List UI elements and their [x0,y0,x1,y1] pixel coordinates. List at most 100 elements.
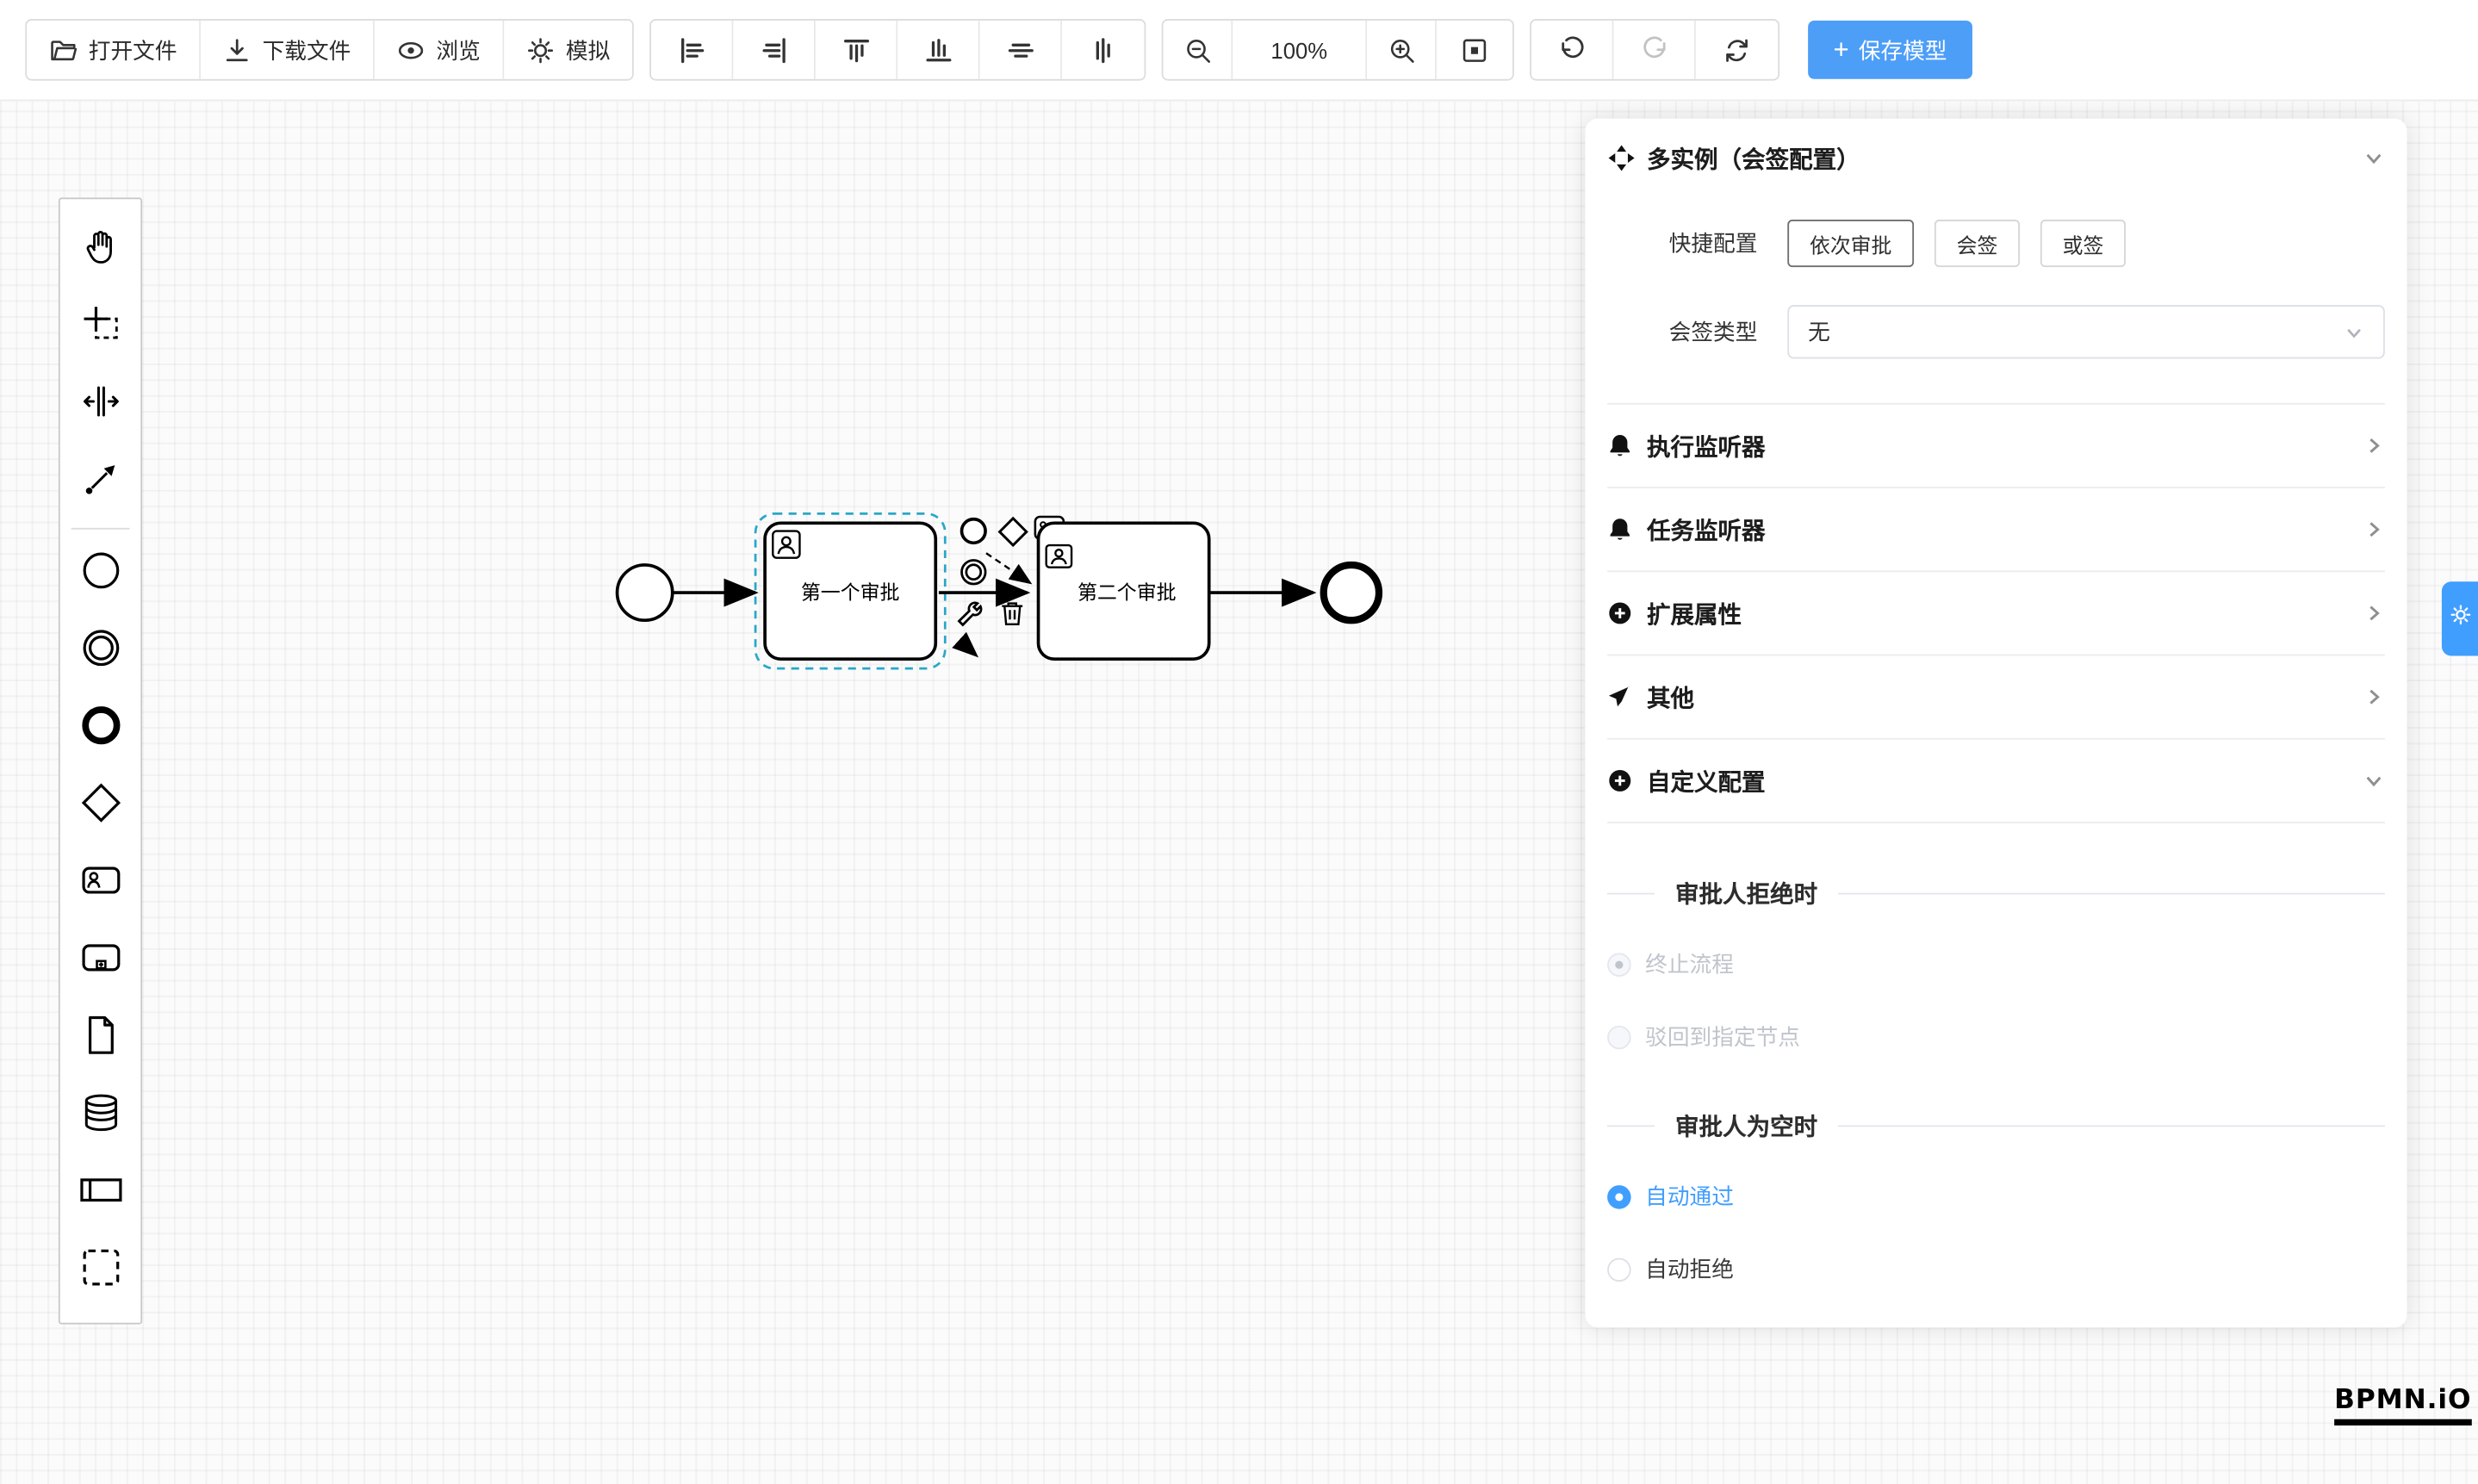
bpmn-io-logo[interactable]: BPMN.iO [2334,1384,2472,1426]
task-second-approval[interactable] [1036,521,1211,661]
create-group[interactable] [60,1233,141,1310]
preview-button[interactable]: 浏览 [374,20,505,79]
save-model-label: 保存模型 [1858,37,1947,63]
collapsible-sections: 执行监听器 任务监听器 扩展属性 其他 [1607,402,2385,823]
align-center-horizontal-icon [1006,35,1034,64]
quick-config-label: 快捷配置 [1668,230,1758,257]
append-gateway-icon[interactable] [997,516,1028,548]
zoom-out-button[interactable] [1163,20,1233,79]
align-center-vertical-button[interactable] [1062,20,1145,79]
trash-icon[interactable] [1002,602,1023,625]
section-custom-config[interactable]: 自定义配置 [1607,737,2385,823]
create-gateway[interactable] [60,768,141,846]
radio-assign-member[interactable]: 指定成员审批 [1607,1326,2385,1327]
intermediate-event-icon [78,626,122,679]
section-title: 扩展属性 [1646,601,1742,629]
selection-outline [754,512,947,670]
download-file-button[interactable]: 下载文件 [201,20,375,79]
end-event-icon [78,704,122,756]
zoom-in-button[interactable] [1367,20,1437,79]
chevron-down-icon[interactable] [2363,147,2385,170]
radio-icon [1607,1257,1631,1282]
hand-tool[interactable] [60,212,141,289]
create-intermediate-event[interactable] [60,613,141,691]
connect-arrow-icon[interactable] [952,631,979,658]
section-execution-listener[interactable]: 执行监听器 [1607,402,2385,487]
section-task-listener[interactable]: 任务监听器 [1607,487,2385,570]
task-first-approval[interactable] [763,521,938,661]
align-button-group [649,19,1146,81]
radio-label: 自动通过 [1645,1183,1734,1209]
section-extended-properties[interactable]: 扩展属性 [1607,570,2385,654]
section-other[interactable]: 其他 [1607,654,2385,738]
simulate-button[interactable]: 模拟 [504,20,632,79]
divider-reject-title: 审批人拒绝时 [1607,877,2385,910]
radio-auto-pass[interactable]: 自动通过 [1607,1181,2385,1213]
quick-option-sequential[interactable]: 依次审批 [1787,220,1915,268]
quick-config-row: 快捷配置 依次审批 会签 或签 [1607,216,2385,270]
plus-icon: + [1833,34,1849,65]
sign-type-row: 会签类型 无 [1607,305,2385,359]
quick-option-countersign[interactable]: 会签 [1934,220,2021,268]
group-icon [78,1245,122,1298]
open-file-button[interactable]: 打开文件 [27,20,202,79]
divider-empty-title: 审批人为空时 [1607,1109,2385,1143]
sign-type-label: 会签类型 [1668,319,1758,345]
section-title: 自定义配置 [1646,768,1766,796]
radio-return-to-node[interactable]: 驳回到指定节点 [1607,1021,2385,1052]
undo-button[interactable] [1531,20,1614,79]
create-subprocess[interactable] [60,923,141,1001]
refresh-button[interactable] [1695,20,1779,79]
global-connect-tool[interactable] [60,444,141,522]
redo-button[interactable] [1613,20,1696,79]
radio-icon [1607,1024,1631,1049]
radio-auto-reject[interactable]: 自动拒绝 [1607,1253,2385,1285]
wrench-icon[interactable] [957,601,983,627]
create-participant[interactable] [60,1155,141,1233]
simulate-label: 模拟 [565,37,611,63]
create-user-task[interactable] [60,846,141,923]
start-event[interactable] [615,563,674,623]
fit-viewport-button[interactable] [1436,20,1512,79]
gear-icon [526,35,555,64]
radio-terminate-process[interactable]: 终止流程 [1607,948,2385,980]
align-top-button[interactable] [815,20,898,79]
space-tool[interactable] [60,367,141,444]
section-title: 执行监听器 [1646,433,1766,461]
create-data-store[interactable] [60,1077,141,1155]
palette-separator [71,527,130,530]
quick-option-orsign[interactable]: 或签 [2040,220,2127,268]
refresh-icon [1723,35,1751,64]
align-bottom-button[interactable] [897,20,980,79]
radio-label: 驳回到指定节点 [1645,1024,1800,1050]
radio-label: 自动拒绝 [1645,1256,1734,1282]
end-event[interactable] [1320,561,1383,624]
create-end-event[interactable] [60,691,141,768]
create-data-object[interactable] [60,1000,141,1077]
align-center-horizontal-button[interactable] [979,20,1063,79]
multi-instance-icon [1607,144,1636,172]
plus-circle-icon [1607,600,1632,625]
panel-header[interactable]: 多实例（会签配置） [1607,119,2385,198]
save-model-button[interactable]: + 保存模型 [1808,20,1972,79]
user-task-icon [78,858,122,910]
radio-icon [1607,952,1631,977]
task1-label: 第一个审批 [801,581,900,603]
align-right-button[interactable] [733,20,816,79]
create-start-event[interactable] [60,536,141,613]
task2-label: 第二个审批 [1078,581,1177,603]
subprocess-icon [78,935,122,988]
align-left-button[interactable] [650,20,734,79]
send-icon [1607,685,1632,710]
sign-type-select[interactable]: 无 [1787,305,2385,359]
lasso-tool[interactable] [60,289,141,367]
participant-icon [78,1168,122,1220]
connect-preview-line [985,552,1033,585]
user-task-marker-icon [772,530,801,559]
radio-icon [1607,1184,1631,1208]
settings-tab[interactable] [2441,581,2478,656]
append-end-event-icon[interactable] [960,517,987,545]
space-tool-icon [80,381,121,430]
append-intermediate-event-icon[interactable] [960,559,987,586]
